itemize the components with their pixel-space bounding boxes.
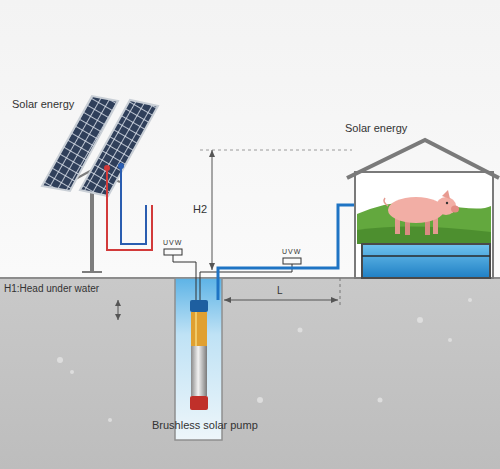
panel-caption: Solar energy bbox=[12, 98, 74, 111]
house-caption: Solar energy bbox=[345, 122, 407, 135]
dimension-label: L bbox=[277, 285, 283, 297]
dimension-label: H1:Head under water bbox=[4, 283, 99, 295]
pump-caption: Brushless solar pump bbox=[152, 419, 258, 432]
terminal-label: UVW bbox=[163, 239, 182, 247]
dimension-label: H2 bbox=[193, 203, 207, 216]
terminal-label: UVW bbox=[282, 248, 301, 256]
